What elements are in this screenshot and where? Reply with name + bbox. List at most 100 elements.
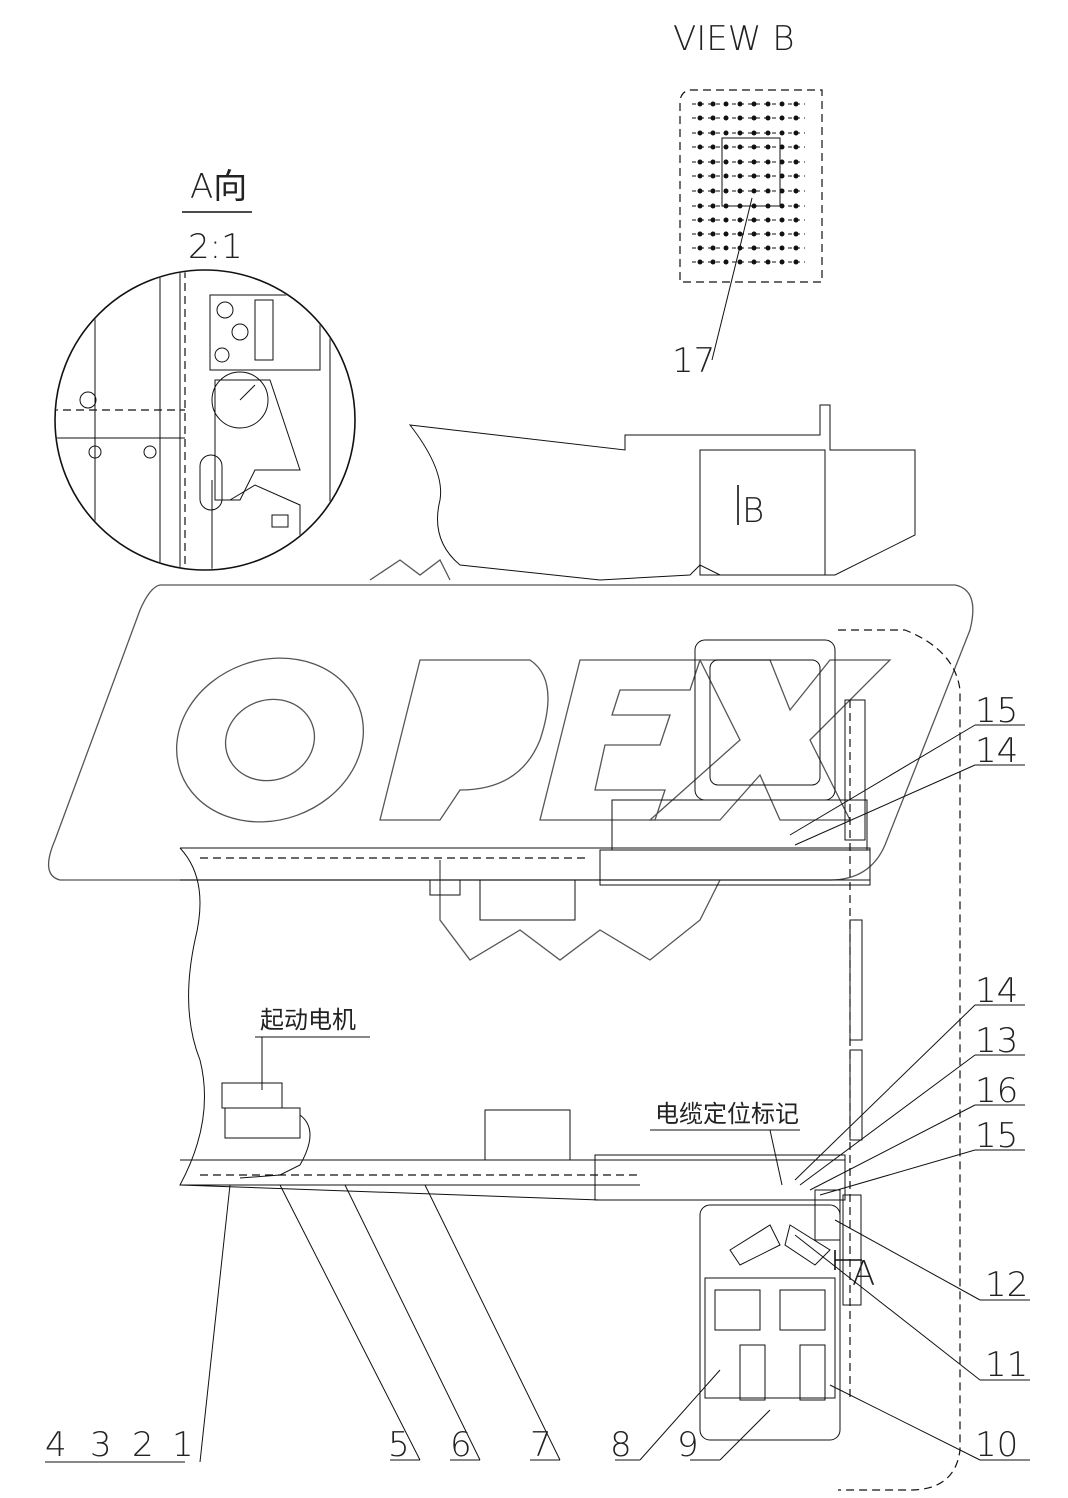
- bolt-hole: [765, 144, 771, 150]
- bolt-hole: [710, 130, 716, 136]
- callout-8: 8: [610, 1425, 632, 1465]
- callout-17: 17: [672, 341, 715, 381]
- bolt-hole: [765, 130, 771, 136]
- callout-13: 13: [975, 1021, 1018, 1061]
- bolt-hole: [723, 231, 729, 237]
- bolt-hole: [793, 101, 799, 107]
- bolt-hole: [697, 173, 703, 179]
- bolt-hole: [765, 101, 771, 107]
- bolt-hole: [710, 173, 716, 179]
- bolt-hole: [723, 144, 729, 150]
- starter-motor-label: 起动电机: [260, 1006, 356, 1034]
- bolt-hole: [779, 144, 785, 150]
- bolt-hole: [751, 144, 757, 150]
- callout-16: 16: [975, 1071, 1018, 1111]
- bolt-hole: [723, 188, 729, 194]
- bolt-hole: [737, 144, 743, 150]
- callout-10: 10: [975, 1425, 1018, 1465]
- callout-5: 5: [388, 1425, 410, 1465]
- bolt-hole: [751, 115, 757, 121]
- callout-6: 6: [450, 1425, 472, 1465]
- bolt-hole: [710, 144, 716, 150]
- bolt-hole: [765, 217, 771, 223]
- bolt-hole: [765, 231, 771, 237]
- bolt-hole: [793, 173, 799, 179]
- bolt-hole: [697, 115, 703, 121]
- bolt-hole: [723, 217, 729, 223]
- callout-14: 14: [975, 971, 1018, 1011]
- view-a-label: A向: [190, 167, 247, 207]
- bolt-hole: [793, 259, 799, 265]
- bolt-hole: [793, 115, 799, 121]
- bolt-hole: [723, 245, 729, 251]
- bolt-hole: [751, 101, 757, 107]
- a-marker: A: [852, 1254, 875, 1294]
- bolt-hole: [751, 188, 757, 194]
- bolt-hole: [779, 159, 785, 165]
- callout-2: 2: [132, 1425, 154, 1465]
- bolt-hole: [737, 130, 743, 136]
- bolt-hole: [779, 130, 785, 136]
- bolt-hole: [710, 159, 716, 165]
- callout-4: 4: [45, 1425, 67, 1465]
- callout-9: 9: [677, 1425, 699, 1465]
- bolt-hole: [765, 159, 771, 165]
- bolt-hole: [779, 231, 785, 237]
- bolt-hole: [697, 245, 703, 251]
- bolt-hole: [765, 245, 771, 251]
- bolt-hole: [751, 159, 757, 165]
- bolt-hole: [779, 101, 785, 107]
- bolt-hole: [765, 259, 771, 265]
- callout-15: 15: [975, 691, 1018, 731]
- bolt-hole: [737, 159, 743, 165]
- bolt-hole: [710, 115, 716, 121]
- callout-14: 14: [975, 731, 1018, 771]
- bolt-hole: [779, 203, 785, 209]
- bolt-hole: [723, 173, 729, 179]
- view-b-panel: [679, 89, 823, 361]
- view-a-scale: 2:1: [188, 227, 243, 267]
- callout-15: 15: [975, 1116, 1018, 1156]
- bolt-hole: [697, 259, 703, 265]
- bolt-hole: [723, 259, 729, 265]
- bolt-hole: [723, 130, 729, 136]
- bolt-hole: [793, 188, 799, 194]
- bolt-hole: [779, 173, 785, 179]
- bolt-hole: [793, 231, 799, 237]
- bolt-hole: [779, 245, 785, 251]
- bolt-hole: [697, 188, 703, 194]
- callout-1: 1: [172, 1425, 194, 1465]
- bolt-hole: [723, 101, 729, 107]
- opex-watermark: [48, 559, 974, 961]
- bolt-hole: [793, 217, 799, 223]
- callout-leaders: [45, 724, 1030, 1463]
- view-b-label: VIEW B: [673, 19, 794, 59]
- bolt-hole: [793, 203, 799, 209]
- bolt-hole: [697, 130, 703, 136]
- bolt-hole: [779, 188, 785, 194]
- bolt-hole: [793, 144, 799, 150]
- bolt-hole: [793, 130, 799, 136]
- bolt-hole: [723, 159, 729, 165]
- bolt-hole: [779, 259, 785, 265]
- bolt-hole: [710, 245, 716, 251]
- bolt-hole: [751, 173, 757, 179]
- bolt-hole: [751, 259, 757, 265]
- bolt-hole: [751, 245, 757, 251]
- bolt-hole: [737, 115, 743, 121]
- callouts: 15 14 14 13 16 15 12 11 10 9 8 7 6 5 4 3…: [45, 691, 1028, 1465]
- detail-circle-a: [54, 269, 356, 571]
- bolt-hole: [779, 217, 785, 223]
- bolt-hole: [697, 101, 703, 107]
- b-marker: B: [742, 491, 764, 531]
- bolt-hole: [765, 188, 771, 194]
- bolt-hole: [697, 217, 703, 223]
- cable-mark-label: 电缆定位标记: [655, 1100, 799, 1128]
- bolt-hole: [737, 188, 743, 194]
- bolt-hole: [793, 159, 799, 165]
- starter-motor: [221, 1082, 311, 1179]
- bolt-hole: [751, 217, 757, 223]
- bolt-hole: [765, 115, 771, 121]
- bolt-hole: [765, 173, 771, 179]
- callout-7: 7: [530, 1425, 552, 1465]
